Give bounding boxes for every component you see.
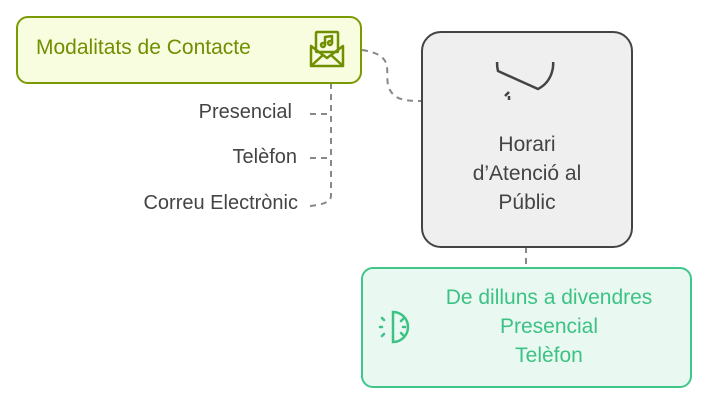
connector-contact-items — [309, 83, 332, 207]
half-clock-icon — [378, 307, 418, 352]
contact-item-telefon: Telèfon — [232, 146, 298, 168]
hours-title: Horari d’Atenció al Públic — [421, 130, 633, 217]
detail-line: Presencial — [499, 315, 599, 338]
hours-title-line: Públic — [498, 191, 556, 214]
hours-title-line: d’Atenció al — [472, 162, 582, 185]
clock-pie-icon — [493, 34, 557, 119]
contact-item-email: Correu Electrònic — [143, 192, 298, 214]
detail-line: De dilluns a divendres — [445, 286, 653, 309]
hours-title-line: Horari — [498, 133, 556, 156]
contact-item-presencial: Presencial — [198, 101, 292, 123]
detail-text: De dilluns a divendres Presencial Telèfo… — [410, 283, 688, 370]
envelope-music-icon — [307, 30, 347, 75]
connector-contact-hours — [361, 49, 422, 102]
hours-box — [421, 31, 633, 248]
contact-modalities-title: Modalitats de Contacte — [36, 36, 251, 59]
detail-box — [361, 267, 692, 388]
detail-line: Telèfon — [515, 344, 583, 367]
contact-modalities-box — [16, 16, 362, 84]
